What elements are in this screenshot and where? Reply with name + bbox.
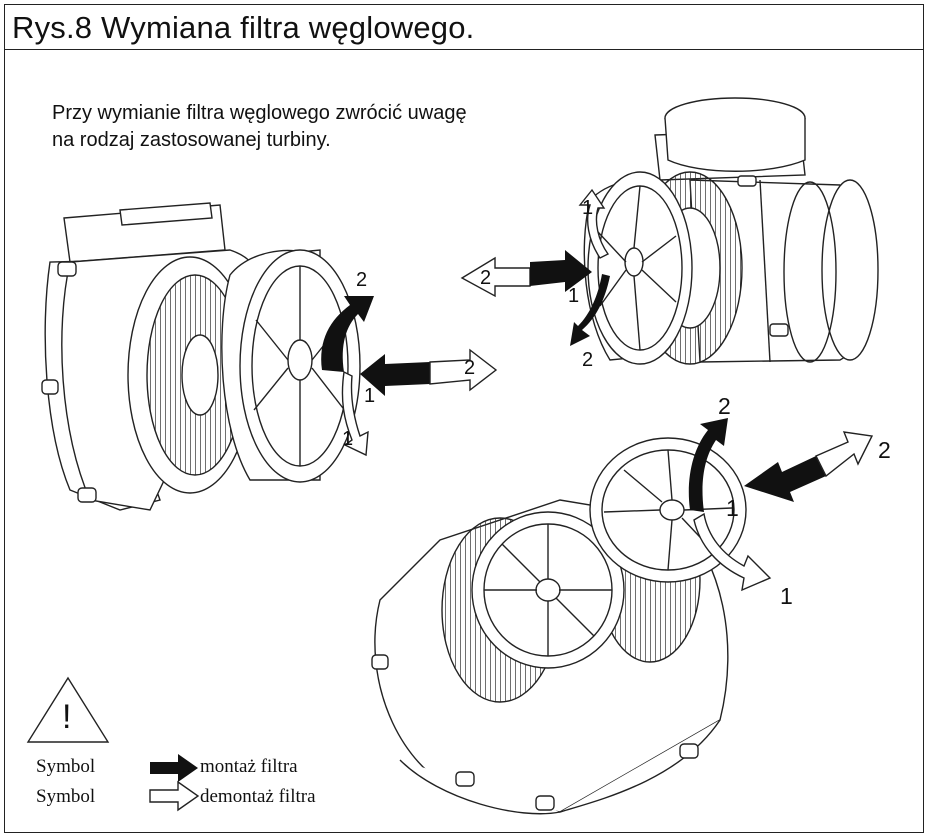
step-label-1: 1 (780, 583, 793, 609)
outline-arrow-icon (149, 780, 200, 812)
title-bar: Rys.8 Wymiana filtra węglowego. (4, 4, 924, 50)
warning-mark: ! (62, 698, 71, 736)
left-pull-arrow-dismount (429, 348, 498, 392)
legend-symbol-text: Symbol (36, 756, 96, 777)
legend-dismount-label: demontaż filtra (200, 786, 316, 807)
step-label-1: 1 (726, 495, 739, 521)
instruction-text: Przy wymianie filtra węglowego zwrócić u… (52, 100, 467, 154)
right-round-carbon-filter (583, 171, 693, 365)
figure-frame (4, 4, 924, 833)
right-round-push-arrow-dismount (460, 256, 531, 298)
step-label-2: 2 (878, 437, 891, 463)
left-turbine (41, 202, 258, 511)
step-label-1: 1 (342, 428, 353, 450)
step-label-2: 2 (480, 267, 491, 289)
instruction-line-2: na rodzaj zastosowanej turbiny. (52, 129, 331, 151)
twin-rotate-arrow-dismount (693, 512, 772, 592)
twin-rotate-arrow-mount (688, 418, 728, 512)
step-label-2: 2 (464, 357, 475, 379)
twin-pull-arrow-dismount (815, 431, 874, 478)
left-rotate-arrow-dismount (341, 370, 369, 457)
step-label-2: 2 (582, 349, 593, 371)
legend-symbol-text: Symbol (36, 786, 96, 807)
right-round-rotate-arrow-dismount (578, 188, 610, 259)
instruction-line-1: Przy wymianie filtra węglowego zwrócić u… (52, 102, 467, 124)
figure-title: Rys.8 Wymiana filtra węglowego. (12, 10, 475, 45)
step-label-1: 1 (582, 197, 593, 219)
twin-push-arrow-mount (744, 456, 826, 502)
warning-triangle-icon: ! (26, 676, 110, 743)
left-rotate-arrow-mount (321, 296, 374, 372)
right-round-push-arrow-mount (530, 250, 592, 292)
filled-arrow-icon (150, 754, 198, 782)
right-round-rotate-arrow-mount (570, 274, 610, 346)
step-label-1: 1 (364, 385, 375, 407)
step-label-2: 2 (718, 393, 731, 419)
left-carbon-filter (221, 249, 361, 483)
step-label-2: 2 (356, 269, 367, 291)
legend-mount-label: montaż filtra (200, 756, 298, 777)
twin-lower-carbon-filter (471, 511, 625, 669)
left-push-arrow-mount (360, 354, 430, 396)
step-label-1: 1 (568, 285, 579, 307)
